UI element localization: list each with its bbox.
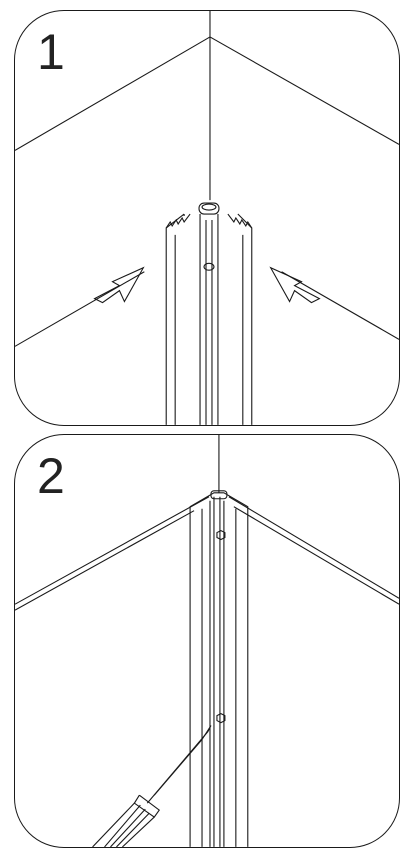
step-1-number: 1 (37, 24, 65, 80)
floor-line-left (15, 272, 144, 347)
step-1-illustration (15, 11, 399, 425)
step-2-number: 2 (37, 448, 65, 504)
step-1-panel: 1 (14, 10, 400, 426)
ceiling-line-left (15, 37, 210, 150)
corner-profile-fitted (190, 491, 248, 847)
screw-hole (204, 263, 214, 270)
step-2-panel: 2 (14, 434, 400, 848)
screwdriver-icon (93, 726, 211, 847)
screw-hole-top (217, 531, 225, 540)
ceiling-line-left-2 (15, 511, 194, 610)
ceiling-line-right (210, 37, 399, 144)
ceiling-line-right (229, 497, 399, 598)
corner-profile (166, 203, 252, 425)
screw-hole-bottom (217, 714, 225, 723)
arrow-left-icon (95, 268, 144, 303)
floor-line-right (282, 272, 399, 340)
step-2-illustration (15, 435, 399, 847)
ceiling-line-right-2 (234, 507, 399, 604)
ceiling-line-left (15, 497, 209, 604)
arrow-right-icon (271, 268, 320, 303)
